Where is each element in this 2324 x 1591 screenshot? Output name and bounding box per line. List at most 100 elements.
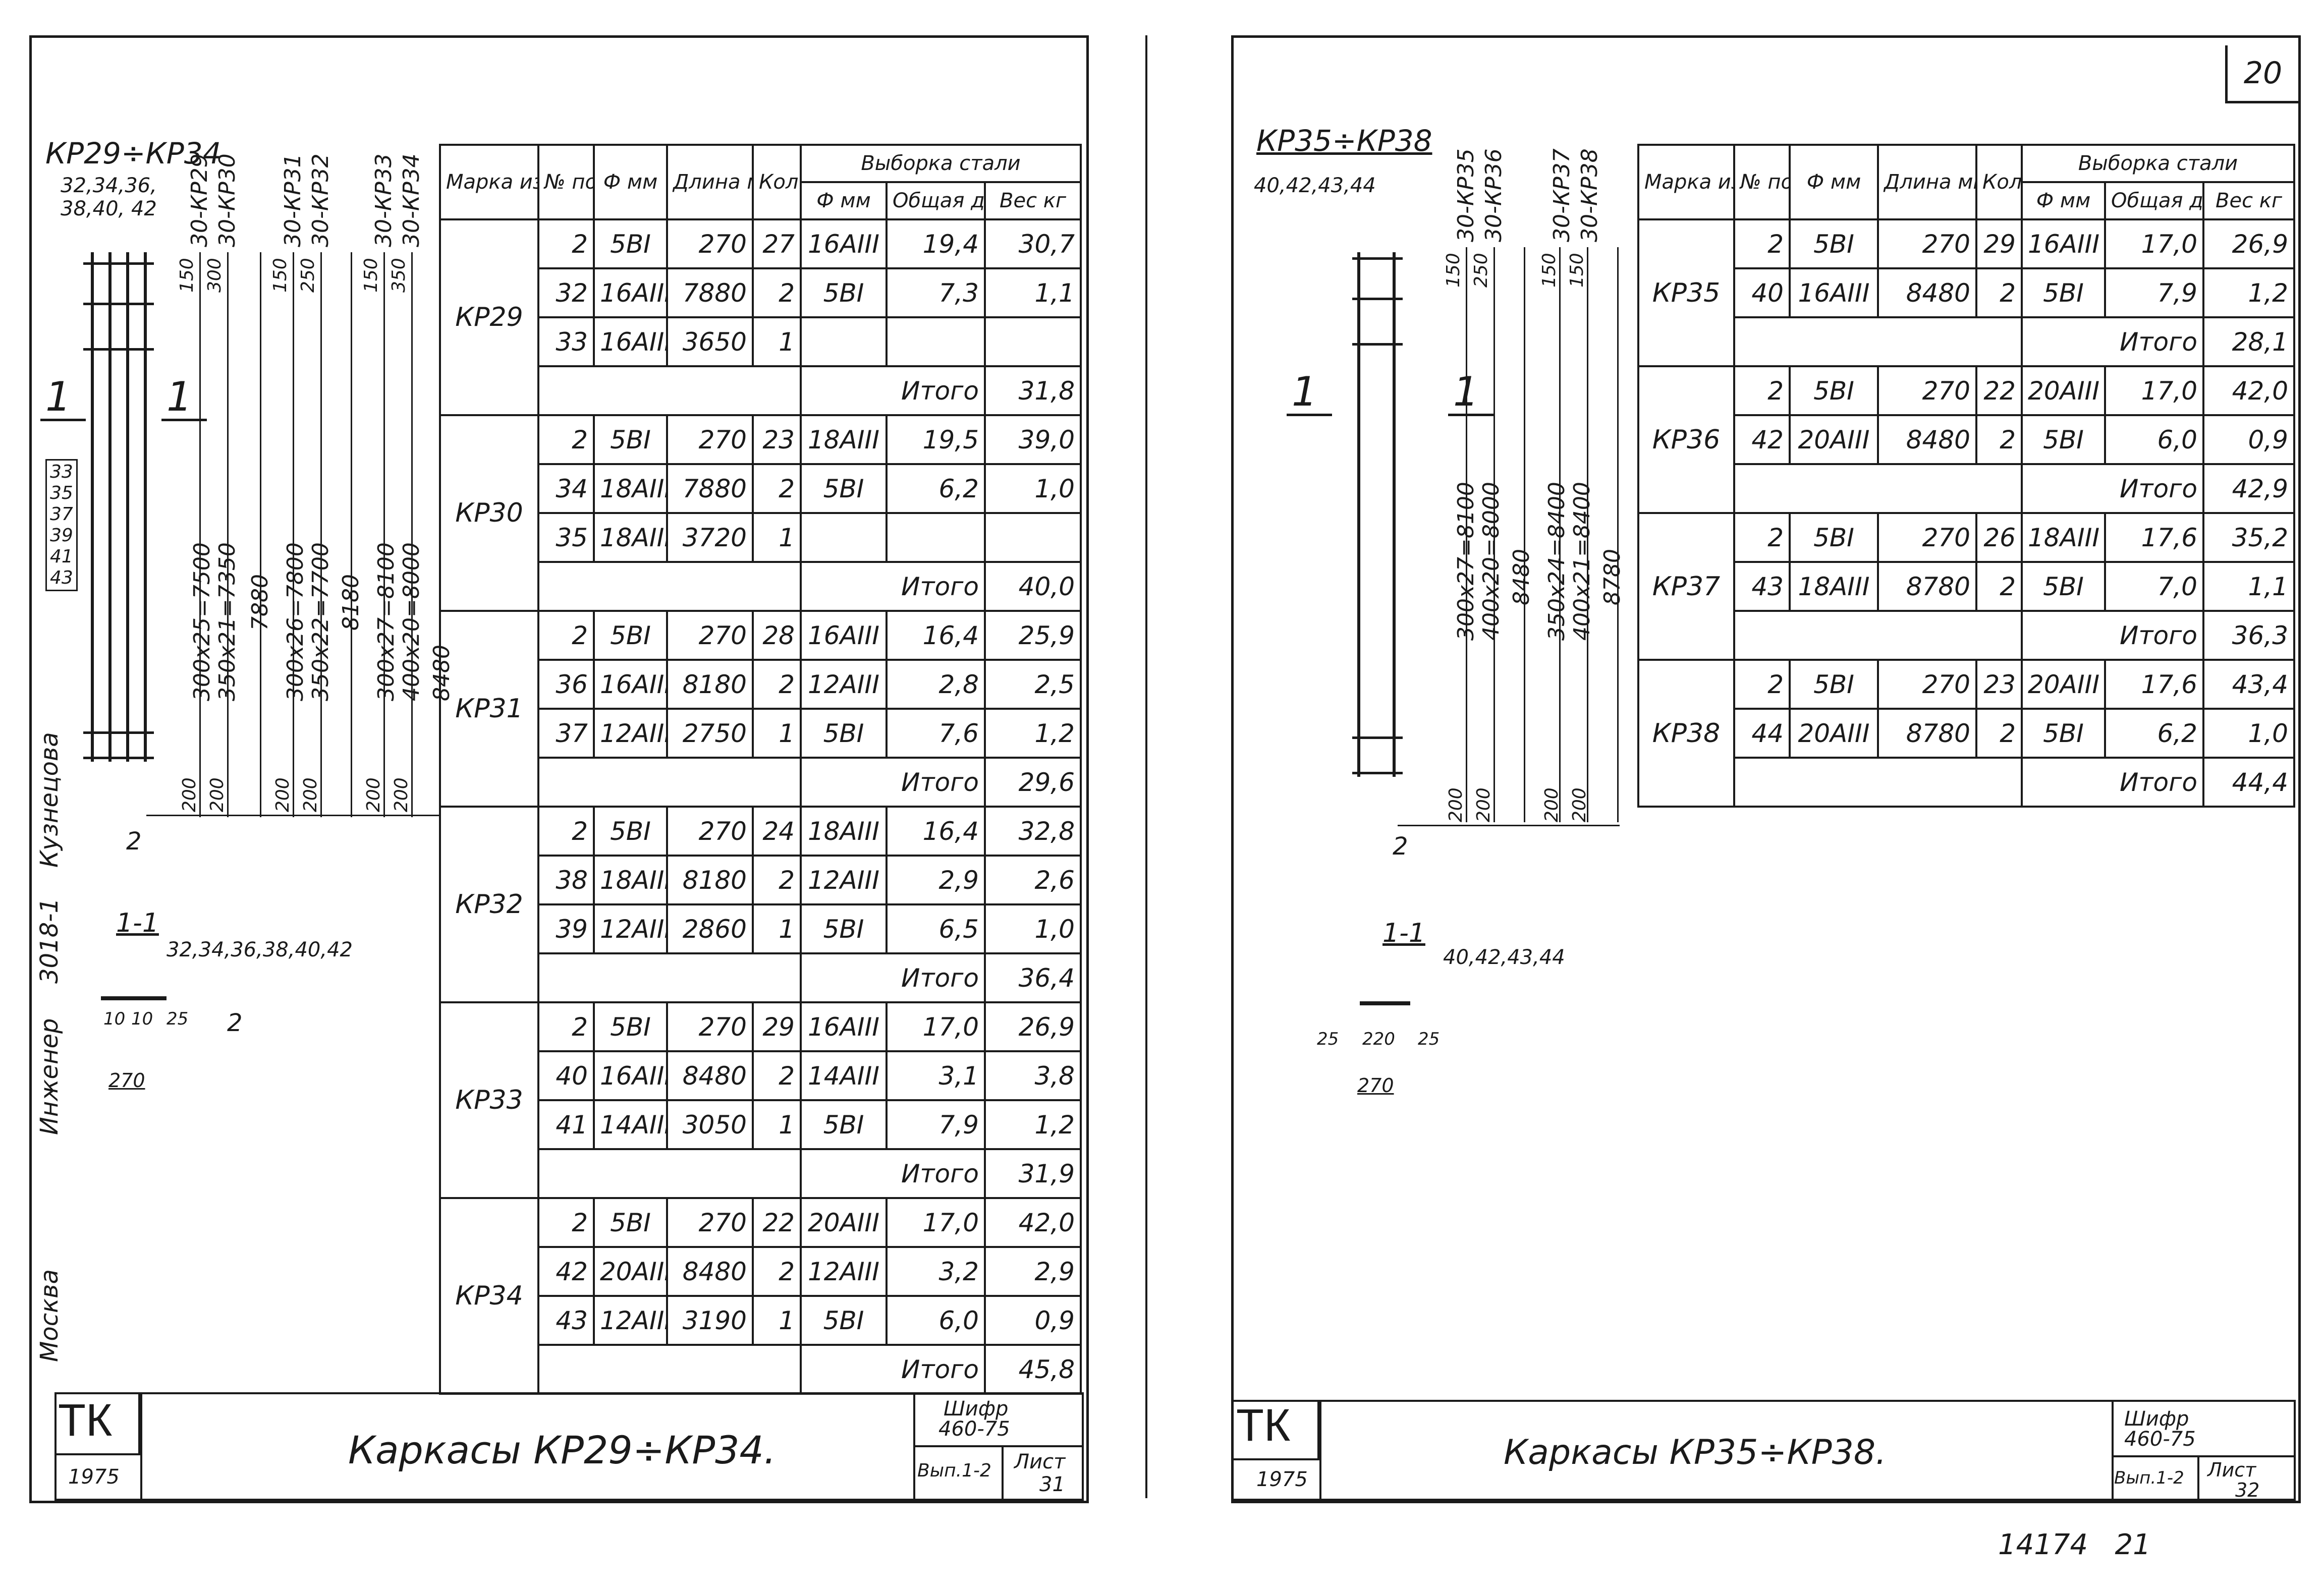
cell-sel-weight: 1,1 xyxy=(984,267,1082,318)
cell-sel-diameter: 5ВI xyxy=(2021,267,2106,318)
cell-sel-length: 17,6 xyxy=(2104,512,2204,563)
cell-pos: 2 xyxy=(537,414,595,465)
cell-length: 270 xyxy=(666,1197,754,1248)
cell-mark: КР33 xyxy=(439,1001,539,1199)
cell-qty: 2 xyxy=(752,1050,802,1101)
left-section-dim: 10 xyxy=(103,1009,126,1029)
cell-mark: КР32 xyxy=(439,806,539,1003)
side-number: 43 xyxy=(50,567,73,588)
cell-diameter: 5ВI xyxy=(593,1001,668,1052)
cell-length: 3720 xyxy=(666,512,754,563)
total-value: 28,1 xyxy=(2202,316,2295,367)
total-blank xyxy=(537,952,802,1003)
right-dim-line xyxy=(1466,247,1467,822)
cell-sel-diameter: 16АIII xyxy=(2021,218,2106,269)
header-sel-length: Общая длина м xyxy=(2104,181,2204,220)
total-blank xyxy=(537,1148,802,1199)
cell-qty: 2 xyxy=(1975,561,2023,612)
right-title-divider xyxy=(2112,1455,2296,1457)
cell-mark: КР30 xyxy=(439,414,539,612)
cell-sel-length: 17,0 xyxy=(886,1001,986,1052)
left-sheet-frame xyxy=(29,35,1089,1503)
header-steel-selection: Выборка стали xyxy=(2021,144,2295,183)
cell-sel-weight: 0,9 xyxy=(984,1295,1082,1346)
cell-diameter: 5ВI xyxy=(593,806,668,857)
left-stirrup xyxy=(83,757,154,759)
cell-pos: 2 xyxy=(537,610,595,661)
header-sel-diameter: Ф мм xyxy=(800,181,888,220)
cell-sel-diameter: 5ВI xyxy=(800,1099,888,1150)
cell-sel-length: 2,8 xyxy=(886,659,986,710)
right-frame-label: 30-КР37 xyxy=(1549,148,1575,242)
left-bottom-dim: 200 xyxy=(207,777,228,812)
right-dim-line xyxy=(1493,247,1495,822)
left-dim-vertical: 300x27=8100 xyxy=(373,542,399,701)
total-label: Итого xyxy=(800,365,986,416)
left-section-mark-line xyxy=(161,419,207,421)
right-top-dim: 150 xyxy=(1567,253,1587,288)
left-section-title: 1-1 xyxy=(116,908,159,938)
cell-sel-diameter: 16АIII xyxy=(800,1001,888,1052)
cell-diameter: 5ВI xyxy=(1789,218,1879,269)
total-value: 40,0 xyxy=(984,561,1082,612)
right-stirrup xyxy=(1352,736,1403,739)
right-section-mark-a: 1 xyxy=(1292,368,1317,415)
left-dim-line xyxy=(199,252,201,817)
cell-qty: 2 xyxy=(752,855,802,905)
left-frame-label: 30-КР34 xyxy=(399,153,424,247)
left-bottom-dim: 200 xyxy=(179,777,200,812)
right-top-dim: 150 xyxy=(1443,253,1464,288)
left-top-dim: 300 xyxy=(204,258,225,293)
right-logo-box xyxy=(1231,1400,1319,1460)
cell-pos: 44 xyxy=(1733,708,1791,759)
side-number: 33 xyxy=(50,462,73,482)
cell-diameter: 16АIII xyxy=(593,316,668,367)
center-fold-line xyxy=(1145,35,1147,1498)
total-value: 36,3 xyxy=(2202,610,2295,661)
total-label: Итого xyxy=(800,1344,986,1395)
cell-sel-weight: 1,0 xyxy=(984,463,1082,514)
cell-pos: 42 xyxy=(1733,414,1791,465)
left-dim-line xyxy=(320,252,322,817)
cell-diameter: 20АIII xyxy=(1789,708,1879,759)
cell-sel-diameter: 16АIII xyxy=(800,610,888,661)
right-frame-label: 30-КР35 xyxy=(1453,148,1479,242)
cell-sel-weight: 32,8 xyxy=(984,806,1082,857)
header-diameter: Ф мм xyxy=(593,144,668,220)
cell-sel-weight: 42,0 xyxy=(2202,365,2295,416)
cell-pos: 2 xyxy=(1733,512,1791,563)
right-stirrup xyxy=(1352,772,1403,774)
cell-length: 3190 xyxy=(666,1295,754,1346)
left-frame-label: 30-КР31 xyxy=(280,153,306,247)
cell-sel-length: 19,5 xyxy=(886,414,986,465)
cell-mark: КР36 xyxy=(1637,365,1735,514)
right-stirrup xyxy=(1352,298,1403,300)
right-dim-vertical: 400x21=8400 xyxy=(1569,482,1595,641)
left-bottom-dim: 200 xyxy=(391,777,412,812)
cell-diameter: 5ВI xyxy=(593,1197,668,1248)
total-blank xyxy=(537,1344,802,1395)
cell-qty: 2 xyxy=(752,659,802,710)
cell-pos: 2 xyxy=(537,218,595,269)
cell-pos: 40 xyxy=(1733,267,1791,318)
right-bottom-dim: 200 xyxy=(1473,787,1494,822)
total-blank xyxy=(1733,463,2023,514)
cell-length: 270 xyxy=(666,806,754,857)
cell-sel-length: 16,4 xyxy=(886,806,986,857)
cell-length: 270 xyxy=(666,414,754,465)
cell-sel-length xyxy=(886,316,986,367)
left-rebar-line xyxy=(108,252,112,762)
left-dim-vertical: 300x26=7800 xyxy=(283,542,308,701)
